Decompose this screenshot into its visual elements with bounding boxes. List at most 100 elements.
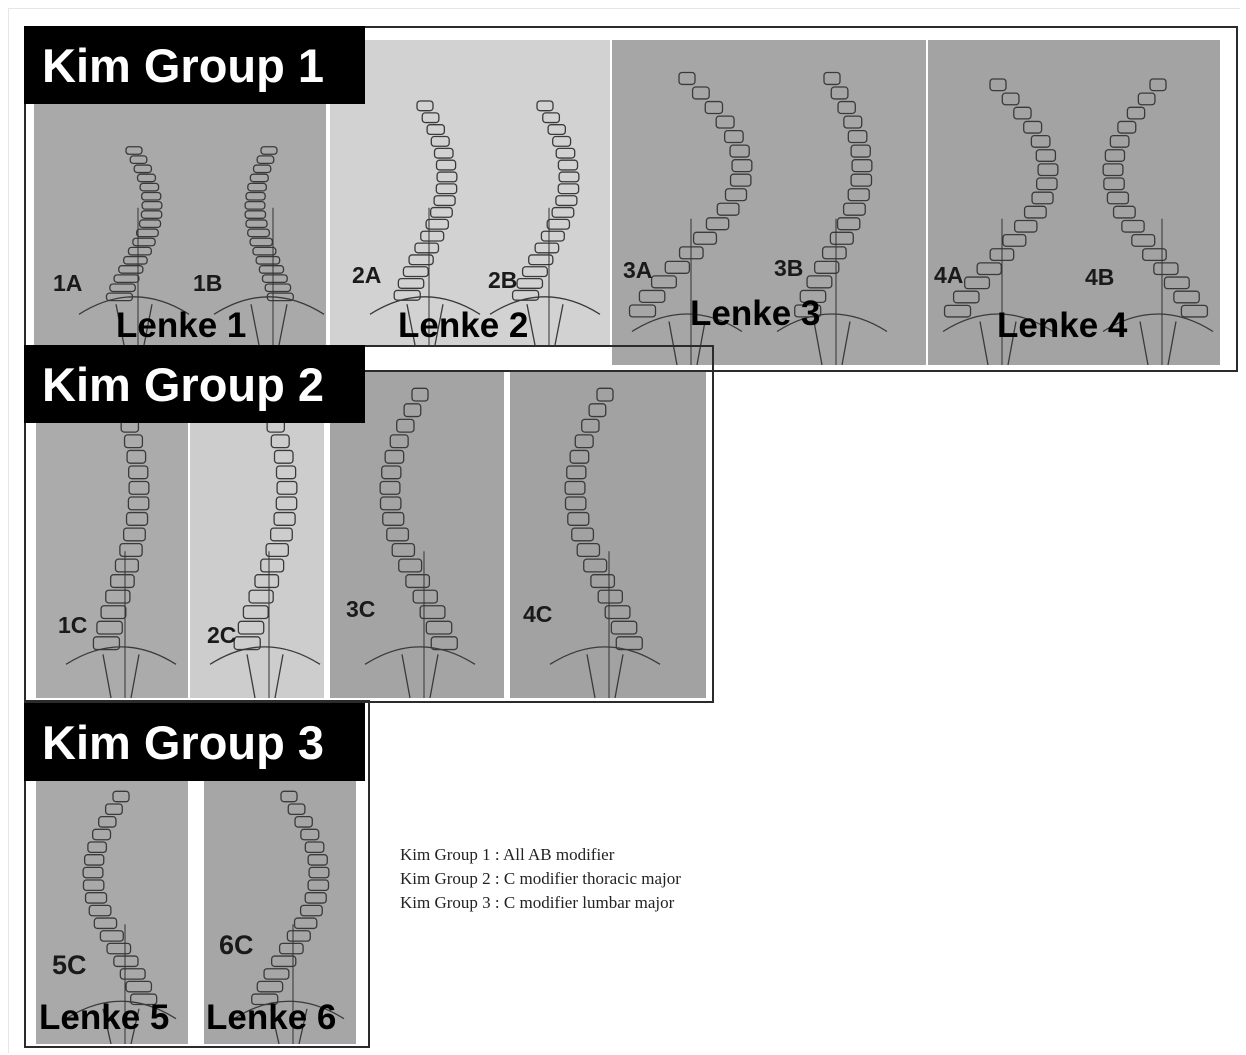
vertebra [140, 183, 159, 191]
vertebra [276, 497, 296, 510]
vertebra [945, 305, 971, 317]
vertebra [1002, 93, 1019, 105]
vertebra [422, 113, 439, 123]
curve-label-2c: 2C [207, 622, 236, 649]
vertebra [265, 284, 290, 292]
vertebra [390, 435, 408, 448]
vertebra [385, 450, 403, 463]
curve-label-2a: 2A [352, 262, 381, 289]
vertebra [277, 481, 297, 494]
vertebra [1032, 192, 1053, 204]
vertebra [584, 559, 607, 572]
curve-label-3a: 3A [623, 257, 652, 284]
vertebra [1122, 220, 1144, 232]
vertebra [565, 481, 585, 494]
sacrum-line [402, 654, 438, 698]
vertebra [1025, 206, 1047, 218]
vertebra [548, 125, 565, 135]
spine-drawing [330, 40, 610, 345]
vertebra [142, 202, 162, 210]
vertebra [382, 466, 401, 479]
vertebra [248, 183, 267, 191]
vertebra [437, 172, 457, 182]
vertebra [717, 203, 739, 215]
vertebra [272, 956, 296, 966]
vertebra [1105, 150, 1124, 162]
vertebra [276, 466, 295, 479]
vertebra [257, 981, 282, 991]
vertebra [271, 528, 293, 541]
vertebra [404, 404, 421, 417]
vertebra [731, 174, 751, 186]
vertebra [694, 232, 717, 244]
vertebra [308, 855, 327, 865]
vertebra [556, 196, 577, 206]
spine [66, 388, 176, 698]
vertebra [436, 160, 455, 170]
vertebra [305, 893, 326, 903]
vertebra [250, 238, 272, 246]
vertebra [120, 969, 145, 979]
pelvis-line [66, 647, 176, 665]
curve-label-2b: 2B [488, 267, 517, 294]
vertebra [88, 842, 107, 852]
vertebra [111, 575, 135, 588]
vertebra [1024, 121, 1042, 133]
vertebra [126, 147, 142, 155]
vertebra [558, 160, 577, 170]
vertebra [434, 196, 455, 206]
vertebra [140, 220, 161, 228]
curve-label-6c: 6C [219, 930, 254, 961]
sacrum-line [251, 304, 287, 345]
vertebra [1107, 192, 1128, 204]
vertebra [125, 435, 143, 448]
vertebra [257, 156, 274, 164]
vertebra [1038, 164, 1058, 176]
vertebra [725, 131, 744, 143]
curve-label-4a: 4A [934, 262, 963, 289]
vertebra [380, 481, 400, 494]
vertebra [249, 590, 273, 603]
vertebra [106, 590, 130, 603]
vertebra [1127, 107, 1144, 119]
vertebra [399, 559, 422, 572]
vertebra [652, 276, 677, 288]
vertebra [852, 160, 872, 172]
sacrum-line [1140, 322, 1176, 366]
vertebra [114, 956, 138, 966]
lenke-label-3: Lenke 3 [690, 294, 820, 334]
vertebra [1031, 136, 1050, 148]
vertebra [254, 165, 271, 173]
vertebra [1015, 220, 1037, 232]
vertebra [844, 116, 862, 128]
curve-label-5c: 5C [52, 950, 87, 981]
vertebra [113, 791, 129, 801]
vertebra [238, 621, 263, 634]
vertebra [567, 466, 586, 479]
vertebra [1014, 107, 1031, 119]
vertebra [1132, 235, 1155, 247]
vertebra [141, 211, 161, 219]
vertebra [94, 918, 116, 928]
spine [550, 388, 660, 698]
sacrum-line [527, 304, 563, 345]
vertebra [253, 247, 276, 255]
vertebra [403, 267, 428, 277]
pelvis-line [210, 647, 320, 665]
vertebra [726, 189, 747, 201]
vertebra [129, 466, 148, 479]
vertebra [288, 804, 305, 814]
vertebra [848, 189, 869, 201]
sacrum-line [587, 654, 623, 698]
legend-item-group1: Kim Group 1 : All AB modifier [400, 843, 681, 867]
vertebra [246, 193, 265, 201]
vertebra [558, 184, 578, 194]
curve-label-3c: 3C [346, 596, 375, 623]
vertebra [851, 145, 870, 157]
vertebra [523, 267, 548, 277]
spine [210, 388, 320, 698]
vertebra [127, 450, 146, 463]
vertebra [406, 575, 430, 588]
vertebra [552, 208, 574, 218]
vertebra [383, 513, 404, 526]
